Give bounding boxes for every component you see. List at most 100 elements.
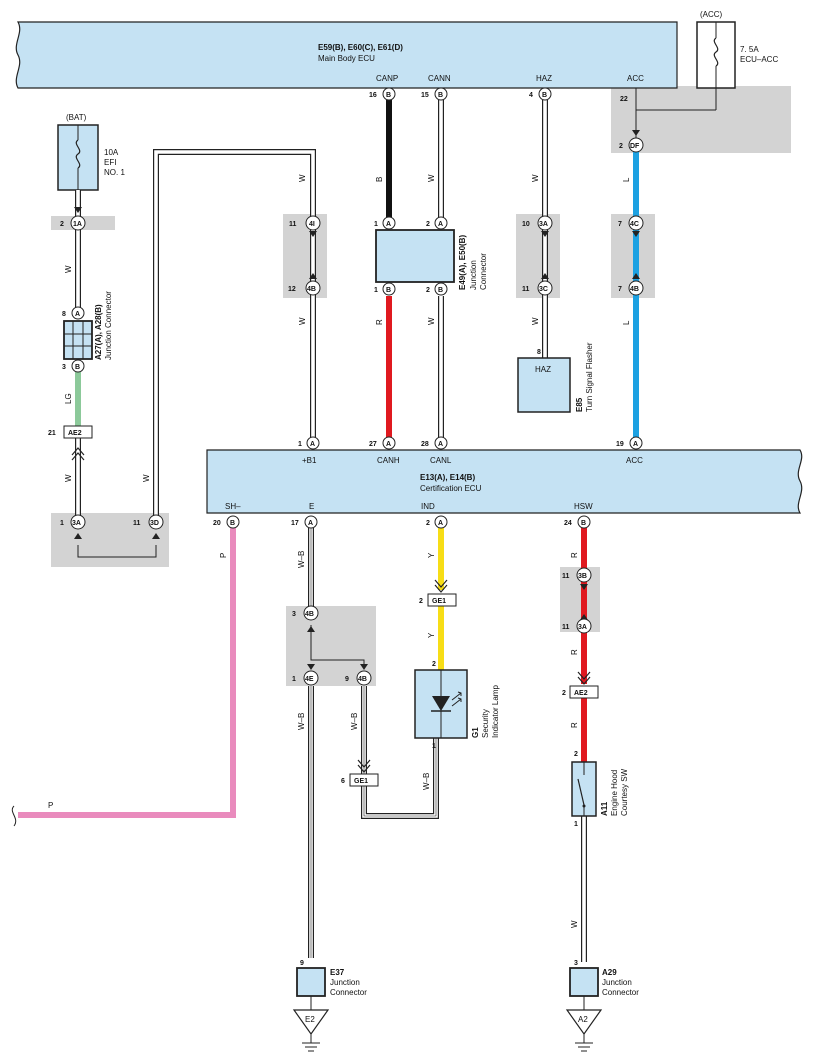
wl-acc-low: L (622, 320, 631, 325)
pin-label-canl: CANL (430, 456, 452, 465)
wl-haz-low: W (531, 317, 540, 325)
arrow-up-icon (152, 533, 160, 539)
wl-ind-1: Y (427, 552, 436, 558)
pin-circle (304, 515, 318, 529)
a29-ground: A2 (578, 1015, 588, 1024)
switch-icon (577, 778, 585, 806)
a29-code: A29 (602, 968, 617, 977)
pin-circle (148, 514, 164, 530)
pin-label-ind: IND (421, 502, 435, 511)
e37-code: E37 (330, 968, 345, 977)
pin-circle (434, 282, 448, 296)
engine-hood-courtesy-sw: 2 1 A11 Engine Hood Courtesy SW (571, 751, 629, 828)
pin-label-e: E (309, 502, 314, 511)
lamp-line1: Security (481, 709, 490, 738)
c-ae2-left-code: AE2 (68, 430, 82, 437)
pin-circle (382, 216, 396, 230)
cert-top-conn-0: A (310, 441, 315, 448)
arrow-down-icon (360, 664, 368, 670)
pin-circle (537, 215, 553, 231)
wl-sh: P (219, 553, 228, 558)
c-ge1-top-code: GE1 (432, 598, 446, 605)
c-ge1-top-num: 2 (419, 598, 423, 605)
c-3d-code: 3D (150, 520, 159, 527)
flasher-code: E85 (575, 397, 584, 412)
connector-box (427, 593, 457, 607)
shade-3a-3c (516, 214, 560, 298)
c-a27a-num: 8 (62, 311, 66, 318)
pin-circle (628, 215, 644, 231)
wl-hsw-3: R (570, 722, 579, 728)
wl-canl: W (427, 317, 436, 325)
wl-e-1: W–B (297, 551, 306, 568)
wl-haz: W (531, 174, 540, 182)
arrow-down-icon (307, 664, 315, 670)
certification-ecu-box (206, 449, 803, 514)
wl-hsw-2: R (570, 649, 579, 655)
cert-top-conn-3: A (633, 441, 638, 448)
pin-label-canp: CANP (376, 74, 398, 83)
wl-e-2: W–B (297, 713, 306, 730)
junction-e49-code: E49(A), E50(B) (458, 235, 467, 290)
led-icon (432, 696, 450, 711)
cert-bot-num-2: 2 (426, 520, 430, 527)
lamp-pin-bottom: 1 (432, 743, 436, 750)
hood-sw-line2: Courtesy SW (620, 768, 629, 816)
acc-pin-df-num: 2 (619, 143, 623, 150)
cert-top-num-3: 19 (616, 441, 624, 448)
cert-top-num-2: 28 (421, 441, 429, 448)
pin-circle (382, 87, 396, 101)
bat-fuse-name2: NO. 1 (104, 168, 125, 177)
security-indicator-lamp: 2 1 G1 Security Indicator Lamp (414, 661, 500, 750)
pin-circle (305, 280, 321, 296)
c-4b-9-num: 9 (345, 676, 349, 683)
hood-sw-line1: Engine Hood (610, 770, 619, 816)
wl-e-4: W–B (422, 773, 431, 790)
c-e49a2-code: A (438, 221, 443, 228)
arrow-icons (71, 130, 640, 773)
chevron-down-icon (357, 759, 371, 773)
chevron-up-icon (71, 447, 85, 461)
a29-line1: Junction (602, 978, 632, 987)
c-ge1-6-num: 6 (341, 778, 345, 785)
pin-circle (382, 282, 396, 296)
pin-circle (628, 137, 644, 153)
pin-label-b1: +B1 (302, 456, 317, 465)
c-ae2-left-num: 21 (48, 430, 56, 437)
wire-loop-3a-3d (77, 545, 157, 558)
pin-circle (226, 515, 240, 529)
connector-box (569, 685, 599, 699)
c-4b-top-num: 12 (288, 286, 296, 293)
e37-pin: 9 (300, 960, 304, 967)
c-e49a1-num: 1 (374, 221, 378, 228)
lamp-code: G1 (471, 727, 480, 738)
c-4e-num: 1 (292, 676, 296, 683)
c-4b-top-code: 4B (307, 286, 316, 293)
wl-b1-top: W (298, 174, 307, 182)
pin-num-cann: 15 (421, 92, 429, 99)
pins: B 16 B 15 B 4 22 DF 2 1A 2 A 8 B 3 AE2 2… (48, 87, 644, 787)
main-body-ecu-box (15, 21, 678, 89)
flasher-box (517, 357, 571, 413)
e37-line1: Junction (330, 978, 360, 987)
pin-circle (306, 436, 320, 450)
wl-e-3: W–B (350, 713, 359, 730)
junction-e49-box (375, 229, 455, 283)
acc-fuse: (ACC) 7. 5A ECU–ACC (696, 10, 778, 89)
chevron-down-icon (577, 671, 591, 685)
cert-bot-num-0: 20 (213, 520, 221, 527)
wl-bat-lg: LG (64, 393, 73, 404)
acc-fuse-name: ECU–ACC (740, 55, 778, 64)
wl-loop-w: W (142, 474, 151, 482)
junction-e49-line1: Junction (469, 260, 478, 290)
pin-label-cann: CANN (428, 74, 451, 83)
pin-circle (434, 515, 448, 529)
bat-fuse-rating: 10A (104, 148, 119, 157)
lamp-line2: Indicator Lamp (491, 685, 500, 738)
wl-bat-3: W (64, 474, 73, 482)
shaded-zones (51, 86, 791, 686)
arrow-up-icon (307, 626, 315, 632)
wl-acc: L (622, 177, 631, 182)
c-3b-num: 11 (562, 573, 570, 580)
